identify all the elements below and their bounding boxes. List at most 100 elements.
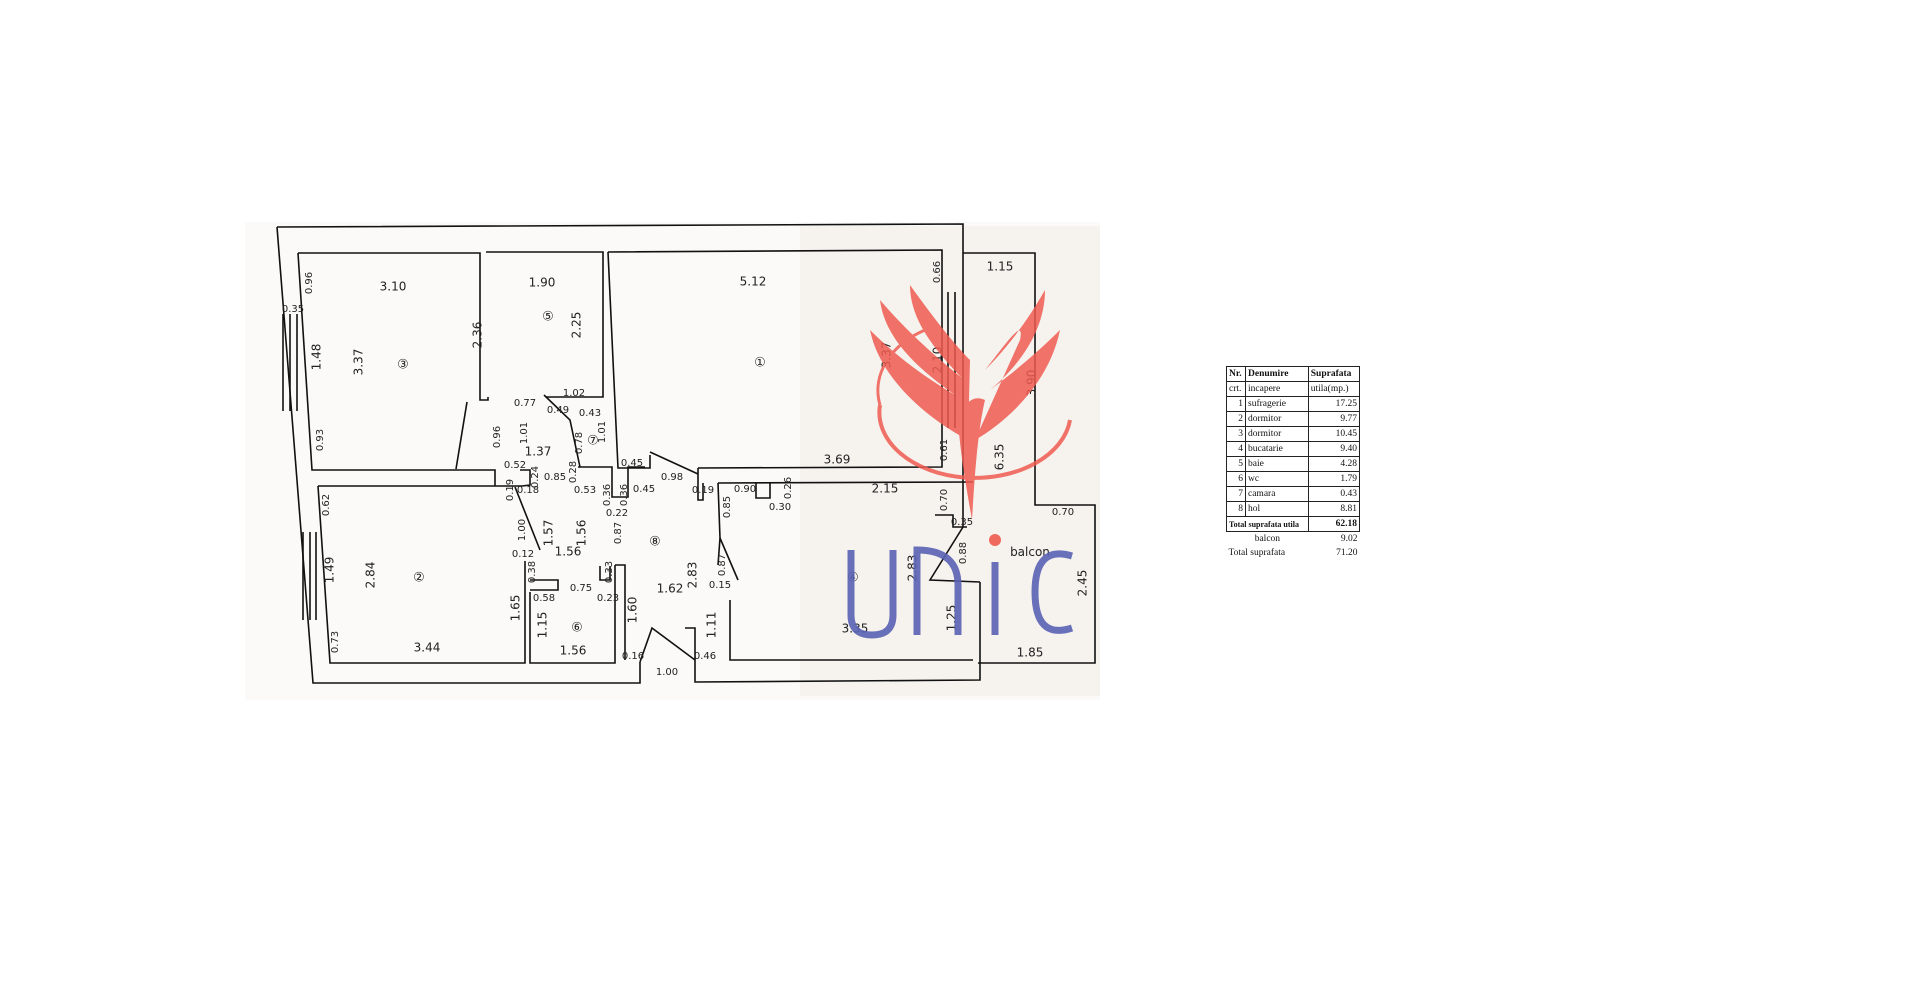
dimension-label: 0.35 <box>951 517 973 528</box>
phoenix-left-wing <box>870 285 970 440</box>
dimension-label: 2.15 <box>872 482 899 496</box>
dimension-label: 1.56 <box>560 644 587 658</box>
dimension-label: 0.70 <box>939 489 950 511</box>
dimension-label: 3.44 <box>414 641 441 655</box>
dimension-label: 0.98 <box>661 472 683 483</box>
dimension-label: 0.19 <box>692 485 714 496</box>
letter-u <box>847 550 897 639</box>
dimension-label: 0.22 <box>606 508 628 519</box>
dimension-label: 0.87 <box>717 554 728 576</box>
dimension-label: 0.38 <box>527 561 538 583</box>
room-area: 1.79 <box>1307 471 1361 487</box>
dimension-label: 0.88 <box>958 542 969 564</box>
dimension-label: 0.49 <box>547 405 569 416</box>
dimension-label: 0.45 <box>633 484 655 495</box>
balcony-label: balcon <box>1254 533 1281 544</box>
header-area-2: utila(mp.) <box>1307 381 1361 397</box>
dimension-label: 0.45 <box>621 458 643 469</box>
room-number-marker: ⑤ <box>542 310 554 325</box>
wall-line <box>928 526 981 583</box>
dimension-label: 1.57 <box>542 520 556 547</box>
wall-line <box>607 249 943 469</box>
dimension-label: 0.52 <box>504 460 526 471</box>
dimension-label: 0.46 <box>694 651 716 662</box>
room-name: baie <box>1245 456 1309 472</box>
wall-line <box>578 466 645 498</box>
wall-line <box>697 468 704 501</box>
dimension-label: 0.70 <box>1052 507 1074 518</box>
dimension-label: 0.35 <box>282 304 304 315</box>
wall-line <box>649 451 699 475</box>
wall-line <box>599 566 611 581</box>
room-area: 10.45 <box>1307 426 1361 442</box>
room-area: 17.25 <box>1307 396 1361 412</box>
dimension-label: 2.83 <box>686 562 700 589</box>
wall-line <box>529 565 616 664</box>
wall-line <box>607 251 651 469</box>
dimension-label: 0.30 <box>769 502 791 513</box>
wall-line <box>317 485 526 664</box>
dimension-label: 1.15 <box>987 260 1014 274</box>
phoenix-body <box>958 398 985 520</box>
wall-line <box>486 251 604 398</box>
table-header-row-2: crt. incapere utila(mp.) <box>1226 381 1361 397</box>
dimension-label: 0.24 <box>530 466 541 488</box>
dimension-label: 0.36 <box>619 484 630 506</box>
room-area: 9.40 <box>1307 441 1361 457</box>
dimension-label: 0.33 <box>604 561 615 583</box>
dimension-label: 1.60 <box>626 597 640 624</box>
room-number: 5 <box>1226 456 1246 472</box>
wall-line <box>514 486 541 551</box>
room-number-marker: ② <box>413 571 425 586</box>
room-number: 3 <box>1226 426 1246 442</box>
room-number: 8 <box>1226 501 1246 517</box>
dimension-label: 0.93 <box>315 429 326 451</box>
dimension-label: 2.45 <box>1076 570 1090 597</box>
dimension-label: 0.28 <box>568 461 579 483</box>
dimension-label: 3.37 <box>352 349 366 376</box>
wall-line <box>719 537 739 581</box>
dimension-label: 0.96 <box>492 426 503 448</box>
room-number: 1 <box>1226 396 1246 412</box>
dimension-label: 1.62 <box>657 582 684 596</box>
dimension-label: 0.90 <box>734 484 756 495</box>
dimension-label: 0.62 <box>321 494 332 516</box>
unic-logo-text <box>847 534 1074 639</box>
room-area: 0.43 <box>1307 486 1361 502</box>
room-name: dormitor <box>1245 411 1309 427</box>
dimension-label: 1.15 <box>536 612 550 639</box>
room-number-marker: ③ <box>397 358 409 373</box>
dimension-label: 2.84 <box>364 562 378 589</box>
letter-c <box>1031 550 1074 634</box>
wall-line <box>297 252 480 471</box>
total-label: Total suprafata <box>1228 547 1286 558</box>
dimension-label: 1.00 <box>517 519 528 541</box>
dimension-label: 0.87 <box>613 522 624 544</box>
room-area: 4.28 <box>1307 456 1361 472</box>
dimension-label: 0.78 <box>574 432 585 454</box>
wall-line <box>298 252 489 401</box>
header-name: Denumire <box>1245 366 1309 382</box>
dimension-label: 0.77 <box>514 398 536 409</box>
dimension-label: 0.73 <box>330 631 341 653</box>
dimension-label: 0.53 <box>574 485 596 496</box>
room-area: 9.77 <box>1307 411 1361 427</box>
header-name-2: incapere <box>1245 381 1309 397</box>
wall-line <box>530 579 559 591</box>
dimension-label: 1.56 <box>555 545 582 559</box>
dimension-label: 0.18 <box>517 485 539 496</box>
dimension-label: 1.37 <box>525 445 552 459</box>
room-number-marker: ① <box>754 356 766 371</box>
dimension-label: 0.66 <box>932 261 943 283</box>
dimension-label: 1.56 <box>575 520 589 547</box>
balcony-label: balcon <box>1010 545 1050 559</box>
room-name: bucatarie <box>1245 441 1309 457</box>
wall-line <box>639 626 696 663</box>
wall-line <box>694 582 981 683</box>
